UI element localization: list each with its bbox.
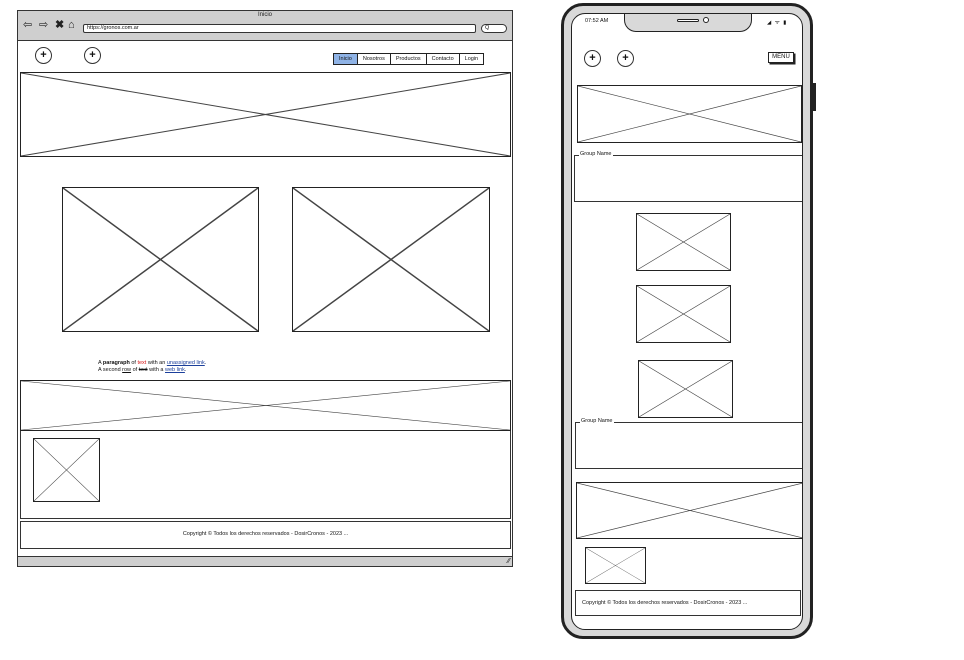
status-icons: ◢ ᯤ ▮ [767, 20, 788, 26]
resize-grip-icon[interactable]: ⁄⁄ [507, 558, 510, 565]
mobile-footer: Copyright © Todos los derechos reservado… [575, 590, 801, 616]
paragraph-red-text: text [137, 360, 147, 366]
add-button-2[interactable]: + [84, 47, 101, 64]
camera-icon [703, 17, 709, 23]
group-label: Group Name [580, 418, 614, 424]
paragraph-text: of [129, 360, 138, 366]
browser-titlebar: Inicio ⇦ ⇨ ✖ ⌂ https://gronos.com.ar Q [18, 11, 512, 41]
plus-icon: + [89, 49, 96, 61]
phone-screen: 07:52 AM ◢ ᯤ ▮ + + MENU Group Name Group… [571, 13, 803, 630]
paragraph-text: A second [98, 367, 123, 373]
group-box-2: Group Name [575, 418, 802, 469]
browser-title: Inicio [257, 12, 272, 18]
group-box-1: Group Name [574, 151, 802, 202]
sample-paragraph: A paragraph of text with an unassigned l… [98, 360, 206, 374]
group-label: Group Name [579, 151, 613, 157]
phone-frame: 07:52 AM ◢ ᯤ ▮ + + MENU Group Name Group… [561, 3, 813, 639]
close-icon[interactable]: ✖ [55, 19, 65, 31]
paragraph-strike-text: text [138, 367, 148, 373]
search-icon: Q [485, 25, 490, 31]
paragraph-bold-text: paragraph [102, 360, 130, 366]
forward-arrow-icon[interactable]: ⇨ [39, 19, 49, 31]
mobile-footer-copyright: Copyright © Todos los derechos reservado… [582, 600, 748, 606]
mobile-image-1 [636, 213, 731, 271]
mobile-hero-image [577, 85, 802, 143]
plus-icon: + [622, 52, 629, 64]
paragraph-text: . [184, 367, 187, 373]
secondary-banner-image [20, 380, 511, 431]
hero-banner-image [20, 72, 511, 157]
nav-tab-contacto[interactable]: Contacto [426, 54, 460, 64]
paragraph-text: with an [146, 360, 167, 366]
paragraph-text: A [98, 360, 103, 366]
mobile-add-button-1[interactable]: + [584, 50, 601, 67]
paragraph-text: with a [147, 367, 166, 373]
phone-side-button [813, 83, 816, 111]
page-content: + + Inicio Nosotros Productos Contacto L… [18, 42, 512, 557]
web-link[interactable]: web link [165, 367, 185, 373]
feature-image-left [62, 187, 259, 332]
paragraph-underlined-text: row [122, 367, 132, 373]
status-time: 07:52 AM [585, 18, 609, 24]
content-section [20, 431, 511, 519]
search-field[interactable]: Q [481, 24, 507, 33]
browser-status-bar: ⁄⁄ [18, 556, 512, 566]
nav-tab-inicio[interactable]: Inicio [334, 54, 358, 64]
back-arrow-icon[interactable]: ⇦ [23, 19, 33, 31]
mobile-thumbnail-image [585, 547, 646, 584]
menu-button[interactable]: MENU [768, 52, 794, 63]
main-nav: Inicio Nosotros Productos Contacto Login [333, 53, 485, 65]
phone-notch [624, 14, 752, 32]
feature-image-right [292, 187, 490, 332]
url-bar[interactable]: https://gronos.com.ar [83, 24, 476, 33]
mobile-banner-image [576, 482, 802, 539]
home-icon[interactable]: ⌂ [68, 19, 75, 31]
add-button-1[interactable]: + [35, 47, 52, 64]
mobile-image-2 [636, 285, 731, 343]
mobile-add-button-2[interactable]: + [617, 50, 634, 67]
footer-copyright: Copyright © Todos los derechos reservado… [182, 531, 349, 537]
nav-tab-login[interactable]: Login [459, 54, 484, 64]
desktop-footer: Copyright © Todos los derechos reservado… [20, 521, 511, 549]
speaker-icon [677, 19, 699, 22]
paragraph-text: . [204, 360, 207, 366]
mobile-image-3 [638, 360, 733, 418]
thumbnail-image [33, 438, 100, 502]
nav-tab-nosotros[interactable]: Nosotros [357, 54, 391, 64]
plus-icon: + [589, 52, 596, 64]
plus-icon: + [40, 49, 47, 61]
unassigned-link[interactable]: unassigned link [166, 360, 205, 366]
nav-tab-productos[interactable]: Productos [390, 54, 427, 64]
paragraph-text: of [131, 367, 139, 373]
browser-window: Inicio ⇦ ⇨ ✖ ⌂ https://gronos.com.ar Q +… [17, 10, 513, 567]
